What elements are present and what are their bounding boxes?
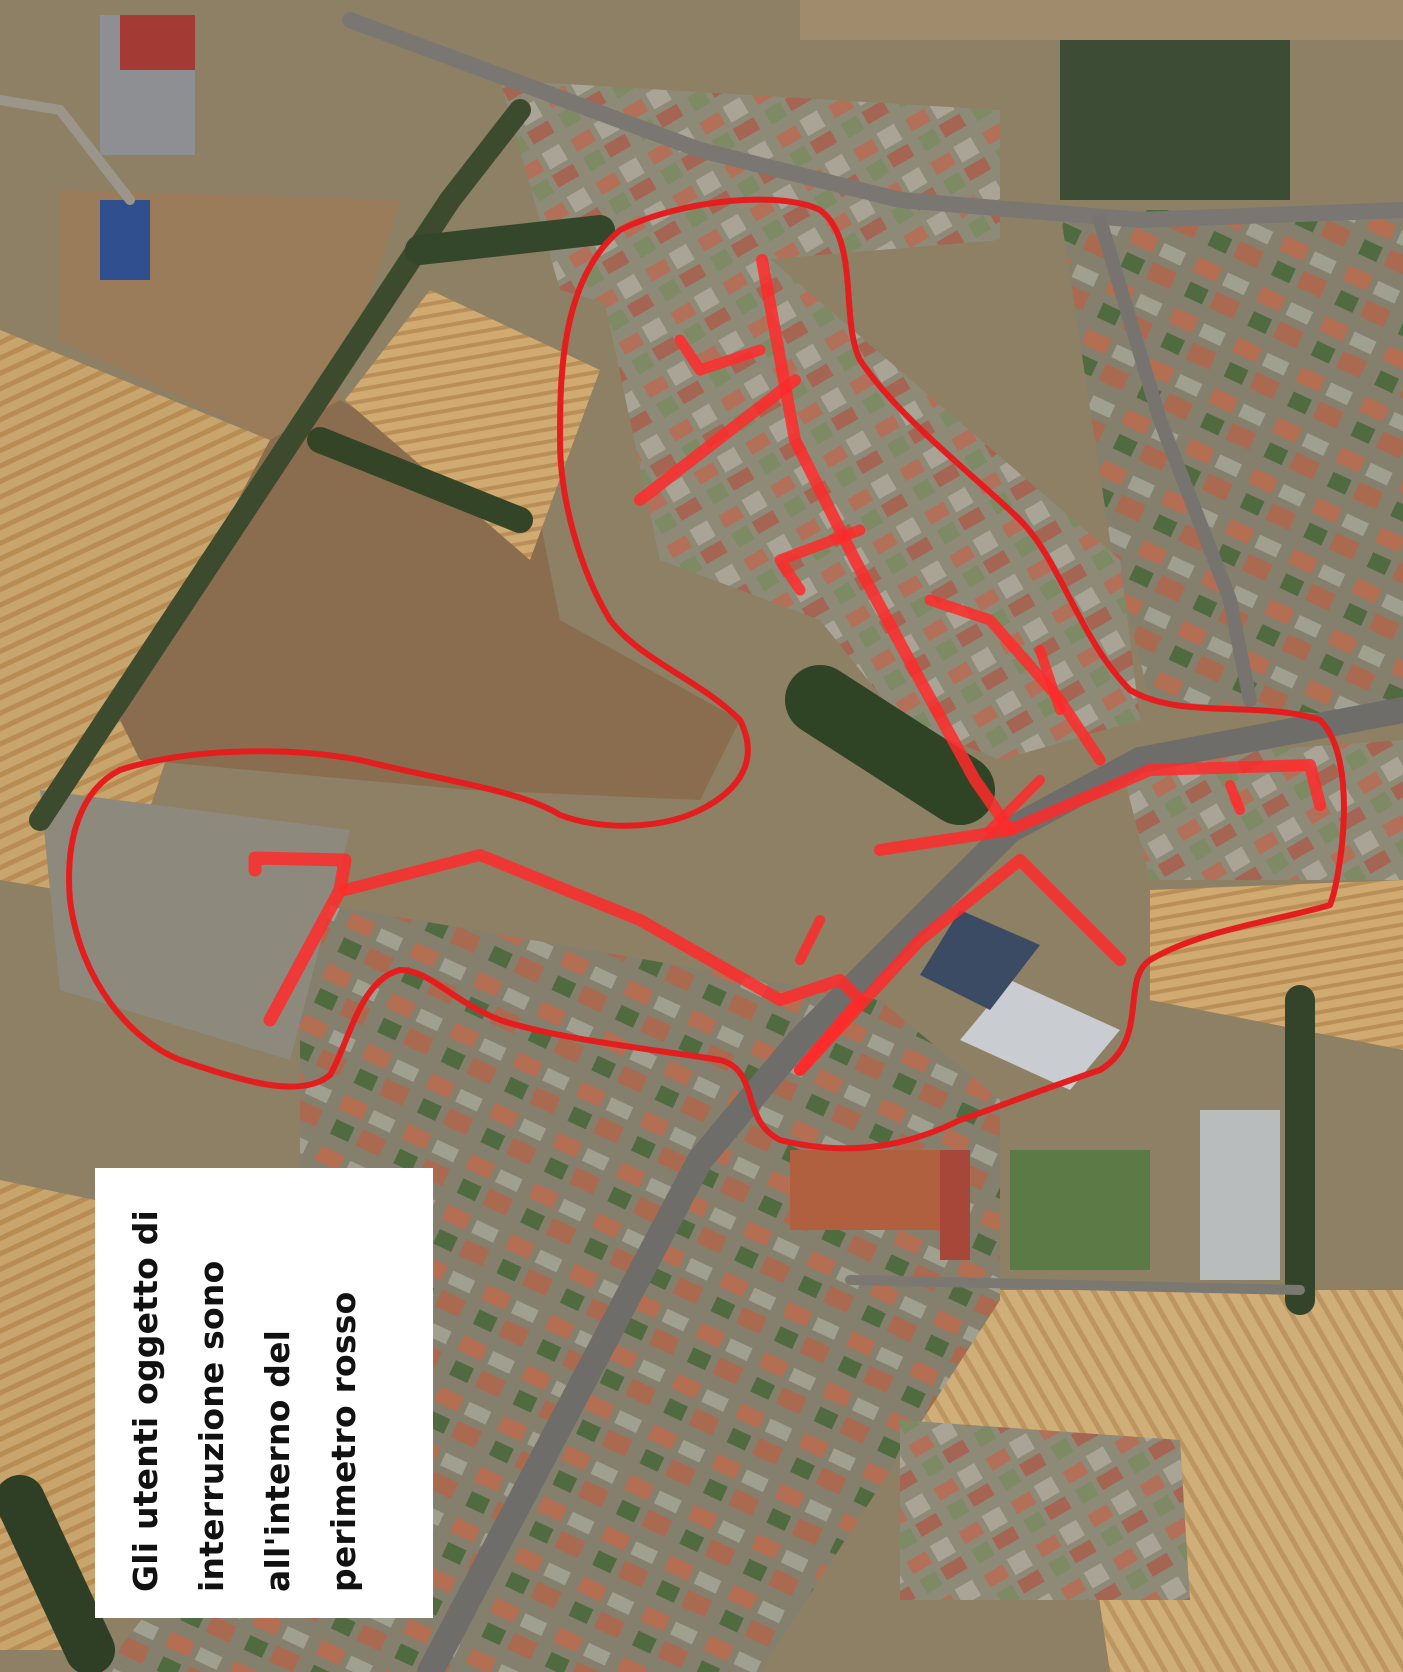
industrial-building <box>1200 1110 1280 1280</box>
red-roof-block <box>790 1150 940 1230</box>
tree-line-north <box>307 427 533 533</box>
network-lines <box>248 254 1326 1076</box>
caption-line-4: perimetro rosso <box>324 1291 363 1592</box>
tree-line-southwest <box>0 1475 115 1672</box>
farm-road-west <box>0 95 135 205</box>
sports-field <box>1010 1150 1150 1270</box>
field-west <box>0 330 270 900</box>
village-north <box>500 80 1000 330</box>
field-central <box>120 400 740 800</box>
east-side-road <box>1093 213 1257 707</box>
field-north-strip <box>800 0 1403 40</box>
red-roof-long <box>940 1150 970 1260</box>
affected-perimeter <box>66 196 1347 1152</box>
field-east <box>1150 880 1403 1050</box>
tree-cluster-north <box>405 215 615 265</box>
warehouse-roof <box>960 980 1120 1090</box>
north-road <box>342 12 1403 229</box>
tree-cluster-center <box>785 665 995 825</box>
blue-tarp <box>100 200 150 280</box>
tree-line-diagonal <box>29 99 531 831</box>
field-northeast-green <box>1060 40 1290 200</box>
caption-line-3: all'interno del <box>258 1329 297 1592</box>
main-road <box>417 697 1403 1672</box>
village-northeast <box>1060 210 1403 720</box>
caption-box: Gli utenti oggetto di interruzione sono … <box>95 1168 433 1618</box>
field-stubble-north <box>345 290 600 560</box>
caption-text: Gli utenti oggetto di interruzione sono … <box>95 1168 433 1618</box>
barn-roof-red <box>120 15 195 70</box>
south-east-road <box>845 1275 1305 1295</box>
caption-line-1: Gli utenti oggetto di <box>126 1209 165 1592</box>
caption-line-2: interruzione sono <box>192 1260 231 1592</box>
village-east <box>1120 740 1403 880</box>
solar-roof <box>920 910 1040 1010</box>
southeast-blocks <box>900 1420 1190 1600</box>
